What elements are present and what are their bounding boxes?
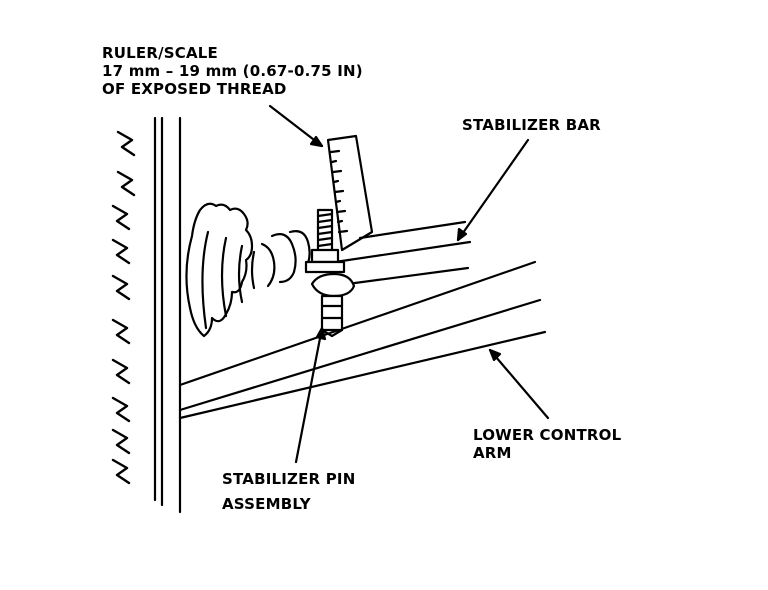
lower-control-arm-label: LOWER CONTROL ARM: [473, 426, 621, 462]
ruler-scale: [326, 134, 374, 252]
ruler-label-line2: 17 mm – 19 mm (0.67-0.75 IN): [102, 62, 363, 80]
stabilizer-bar: [333, 220, 472, 287]
leader-ruler: [268, 104, 324, 148]
frame-wall: [153, 116, 182, 514]
leader-stabilizer-bar: [456, 138, 530, 242]
stabilizer-pin: [310, 272, 356, 338]
lower-control-arm-line2: ARM: [473, 444, 512, 462]
leader-lower-control-arm: [488, 348, 550, 420]
ruler-label-line3: OF EXPOSED THREAD: [102, 80, 287, 98]
leader-stabilizer-pin: [294, 326, 327, 464]
stabilizer-pin-label: STABILIZER PIN ASSEMBLY: [222, 470, 355, 513]
rubber-bushing: [185, 202, 311, 338]
lower-control-arm: [178, 260, 547, 420]
stabilizer-pin-line1: STABILIZER PIN: [222, 470, 356, 488]
ruler-scale-label: RULER/SCALE 17 mm – 19 mm (0.67-0.75 IN)…: [102, 44, 363, 98]
ruler-label-line1: RULER/SCALE: [102, 44, 218, 62]
lower-control-arm-line1: LOWER CONTROL: [473, 426, 622, 444]
wall-hatching: [111, 130, 136, 485]
stabilizer-bar-label: STABILIZER BAR: [462, 116, 601, 134]
threaded-stud: [304, 208, 346, 274]
stabilizer-pin-line2: ASSEMBLY: [222, 495, 311, 513]
